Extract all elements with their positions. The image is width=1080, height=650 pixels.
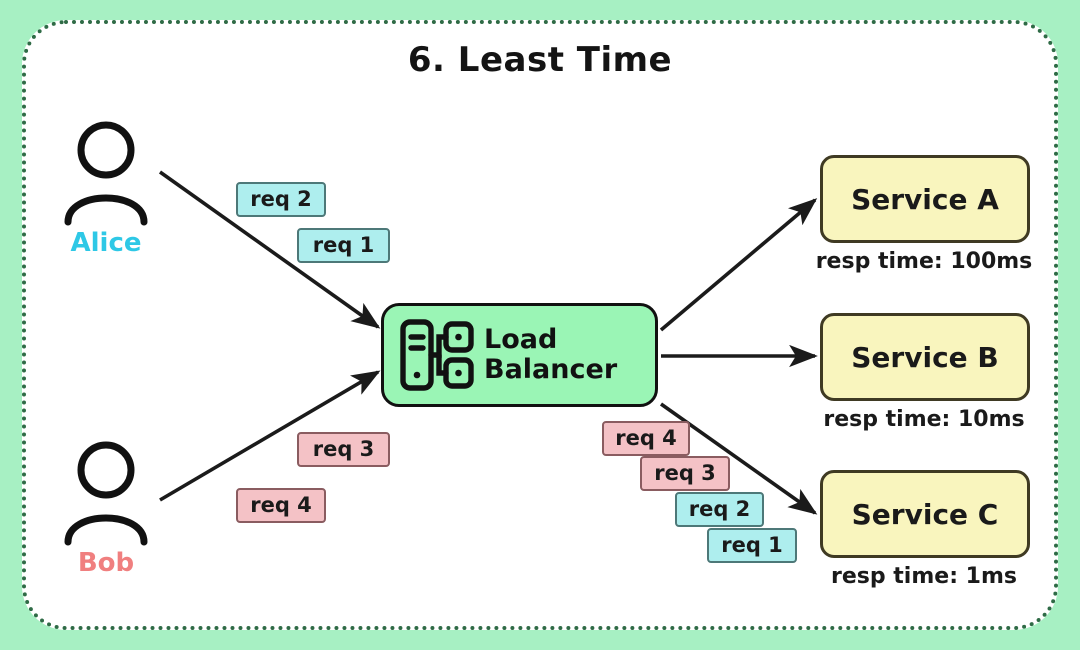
service-c-resp-time: resp time: 1ms	[831, 564, 1017, 589]
diagram-title: 6. Least Time	[407, 40, 673, 80]
server-network-icon	[400, 319, 474, 391]
user-bob-label: Bob	[77, 548, 135, 578]
user-bob: Bob	[46, 438, 166, 578]
service-c-box: Service C	[820, 470, 1030, 558]
queue-tag-req1: req 1	[707, 528, 797, 563]
request-tag-req1-inbound: req 1	[297, 228, 390, 263]
user-alice-label: Alice	[70, 228, 142, 258]
service-a-box: Service A	[820, 155, 1030, 243]
load-balancer-line1: Load	[484, 323, 558, 355]
queue-tag-req2: req 2	[675, 492, 764, 527]
service-c-group: Service C resp time: 1ms	[820, 470, 1030, 589]
request-tag-req3-inbound: req 3	[297, 432, 390, 467]
queue-tag-req3: req 3	[640, 456, 730, 491]
load-balancer-node: Load Balancer	[381, 303, 658, 407]
queue-tag-req4: req 4	[602, 421, 690, 456]
service-b-resp-time: resp time: 10ms	[823, 407, 1025, 432]
service-a-resp-time: resp time: 100ms	[815, 249, 1033, 274]
service-b-box: Service B	[820, 313, 1030, 401]
user-icon	[64, 121, 148, 226]
service-a-group: Service A resp time: 100ms	[816, 155, 1032, 274]
user-alice: Alice	[46, 118, 166, 258]
request-tag-req2-inbound: req 2	[236, 182, 326, 217]
request-tag-req4-inbound: req 4	[236, 488, 326, 523]
load-balancer-line2: Balancer	[484, 354, 618, 385]
load-balancer-label: Load Balancer	[484, 323, 618, 385]
service-b-group: Service B resp time: 10ms	[820, 313, 1030, 432]
user-icon	[64, 441, 148, 546]
